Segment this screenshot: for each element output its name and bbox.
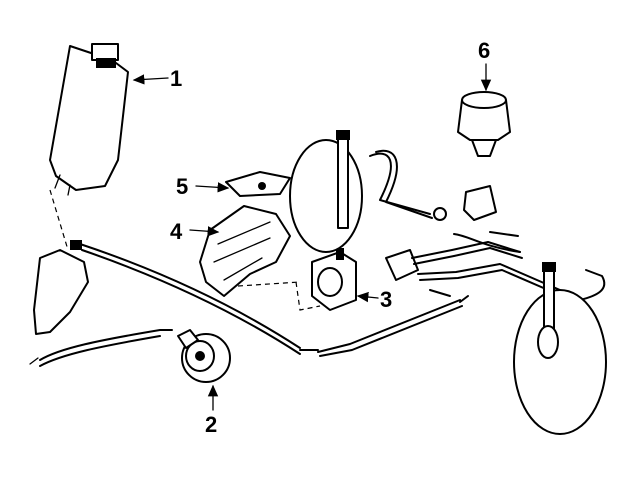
valve bbox=[237, 248, 357, 311]
callout-4-label: 4 bbox=[170, 219, 183, 244]
callout-3-label: 3 bbox=[380, 287, 392, 312]
accumulator bbox=[457, 91, 511, 221]
callout-6: 6 bbox=[478, 38, 492, 92]
callout-2: 2 bbox=[205, 384, 219, 437]
callout-4: 4 bbox=[170, 219, 220, 244]
callout-2-label: 2 bbox=[205, 412, 217, 437]
return-hose bbox=[29, 329, 173, 367]
callout-1: 1 bbox=[132, 66, 182, 91]
front-strut-assembly bbox=[289, 130, 447, 253]
callout-6-label: 6 bbox=[478, 38, 490, 63]
bracket bbox=[199, 205, 291, 297]
callout-5-label: 5 bbox=[176, 174, 188, 199]
callout-1-label: 1 bbox=[170, 66, 182, 91]
reservoir bbox=[49, 43, 129, 251]
right-brake-lines bbox=[385, 231, 606, 301]
lower-reservoir bbox=[33, 240, 89, 335]
rear-strut-assembly bbox=[513, 262, 607, 435]
supply-lines bbox=[79, 243, 469, 357]
mount-plate bbox=[225, 171, 291, 197]
pump bbox=[177, 329, 231, 383]
callout-3: 3 bbox=[356, 287, 392, 312]
callout-5: 5 bbox=[176, 174, 230, 199]
